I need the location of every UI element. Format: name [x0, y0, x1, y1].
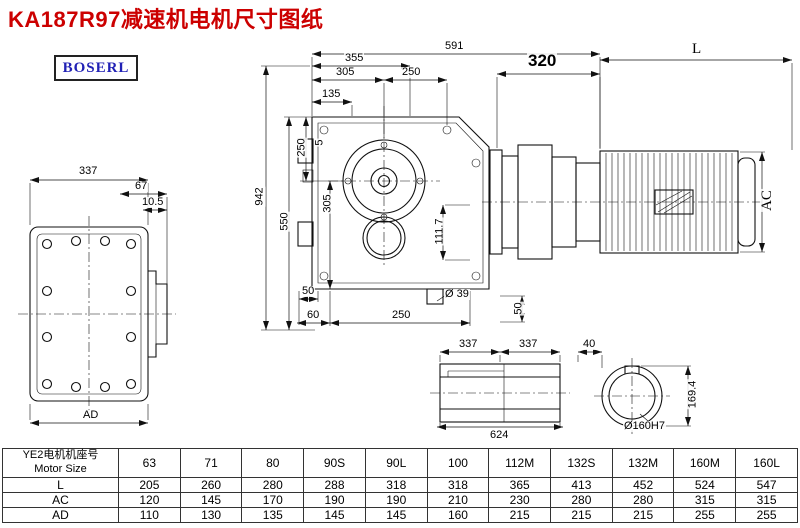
dimension-value: 135 — [241, 506, 305, 523]
dim-shaft-624: 624 — [489, 429, 510, 441]
left-side-view — [18, 216, 176, 412]
dim-motor-320: 320 — [527, 51, 558, 70]
dimension-value: 260 — [179, 476, 243, 493]
dimension-value: 110 — [118, 506, 181, 523]
dimension-value: 452 — [611, 476, 675, 493]
dimension-value: 190 — [303, 491, 366, 508]
dimension-value: 120 — [118, 491, 181, 508]
dimension-value: 255 — [735, 506, 798, 523]
dimension-value: 255 — [673, 506, 737, 523]
motor-size-header-en: Motor Size — [34, 462, 87, 475]
dimension-value: 318 — [426, 476, 490, 493]
dim-motor-ac: AC — [758, 189, 775, 212]
dim-bore-169-4: 169.4 — [686, 379, 699, 410]
frame-size-header: 132M — [611, 448, 675, 478]
dimension-value: 318 — [364, 476, 428, 493]
dim-left-10-5: 10.5 — [141, 196, 165, 208]
dimension-value: 315 — [735, 491, 798, 508]
dim-front-111-7: 111.7 — [433, 217, 446, 246]
shaft-dimension-lines — [437, 349, 603, 430]
dimension-value: 145 — [364, 506, 428, 523]
output-shaft-view — [430, 363, 570, 423]
dim-front-60: 60 — [306, 309, 321, 321]
dim-front-250-vert: 250 — [295, 137, 308, 158]
dim-bore-dia: Ø160H7 — [623, 420, 666, 432]
dim-shaft-337-right: 337 — [518, 338, 539, 350]
dim-front-355: 355 — [344, 52, 365, 64]
dimension-value: 315 — [673, 491, 737, 508]
dim-front-50-right: 50 — [512, 301, 525, 316]
dimension-value: 280 — [241, 476, 305, 493]
frame-size-header: 71 — [179, 448, 243, 478]
dimension-value: 215 — [550, 506, 613, 523]
technical-drawing: 337 67 10.5 AD 591 355 305 250 135 250 5… — [18, 40, 793, 441]
dimension-value: 288 — [303, 476, 366, 493]
dim-left-ad: AD — [82, 409, 100, 421]
motor-size-header-cell: YE2电机机座号 Motor Size — [2, 448, 119, 478]
dim-front-135: 135 — [321, 88, 342, 100]
dimension-value: 130 — [179, 506, 243, 523]
brand-logo: BOSERL — [54, 55, 138, 81]
motor-size-header-cn: YE2电机机座号 — [22, 449, 99, 461]
dim-front-550: 550 — [278, 211, 291, 232]
dim-front-5: 5 — [313, 138, 326, 147]
dimension-value: 524 — [673, 476, 737, 493]
dim-shaft-40: 40 — [582, 338, 597, 350]
dim-front-shaft-dia: Ø 39 — [444, 288, 470, 300]
dim-left-width: 337 — [78, 165, 99, 177]
frame-size-header: 90L — [364, 448, 428, 478]
dim-shaft-337-left: 337 — [458, 338, 479, 350]
dim-front-250-top: 250 — [401, 66, 422, 78]
dimension-value: 210 — [426, 491, 490, 508]
dim-front-305-vert: 305 — [321, 193, 334, 214]
frame-size-header: 90S — [303, 448, 366, 478]
frame-size-header: 160M — [673, 448, 737, 478]
frame-size-header: 100 — [426, 448, 490, 478]
frame-size-header: 63 — [118, 448, 181, 478]
dim-front-250-bottom: 250 — [391, 309, 412, 321]
motor-dimension-lines — [496, 57, 793, 253]
dimension-value: 215 — [611, 506, 675, 523]
dimension-value: 145 — [179, 491, 243, 508]
dimension-value: 215 — [488, 506, 552, 523]
dimension-value: 413 — [550, 476, 613, 493]
dimension-value: 547 — [735, 476, 798, 493]
dimension-value: 160 — [426, 506, 490, 523]
row-label: AD — [2, 506, 119, 523]
dim-front-50-left: 50 — [301, 285, 316, 297]
frame-size-header: 112M — [488, 448, 552, 478]
dim-front-305: 305 — [335, 66, 356, 78]
dimension-value: 145 — [303, 506, 366, 523]
dim-motor-length: L — [691, 41, 703, 57]
dimension-value: 190 — [364, 491, 428, 508]
row-label: L — [2, 476, 119, 493]
dimension-value: 205 — [118, 476, 181, 493]
row-label: AC — [2, 491, 119, 508]
dimension-value: 365 — [488, 476, 552, 493]
dimension-value: 280 — [611, 491, 675, 508]
dim-left-67: 67 — [134, 180, 149, 192]
brand-logo-text: BOSERL — [62, 59, 130, 76]
dimension-value: 230 — [488, 491, 552, 508]
drawing-canvas — [18, 51, 793, 434]
frame-size-header: 132S — [550, 448, 613, 478]
dim-front-942: 942 — [253, 186, 266, 207]
frame-size-header: 160L — [735, 448, 798, 478]
motor-side-view — [482, 144, 772, 260]
front-view — [297, 106, 490, 305]
dim-front-591: 591 — [444, 40, 465, 52]
page-title: KA187R97减速机电机尺寸图纸 — [8, 7, 324, 32]
dimension-value: 280 — [550, 491, 613, 508]
left-view-dimension-lines — [29, 177, 168, 426]
frame-size-header: 80 — [241, 448, 305, 478]
dimension-value: 170 — [241, 491, 305, 508]
